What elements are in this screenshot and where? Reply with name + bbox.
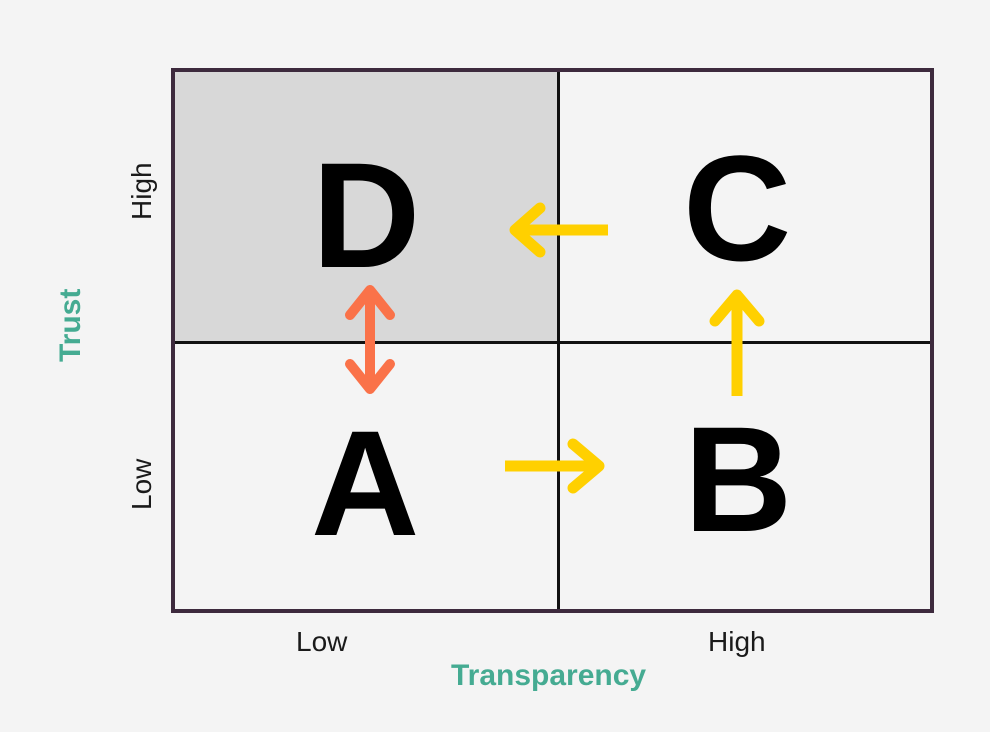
x-axis-title: Transparency xyxy=(451,659,647,692)
arrow-c-to-d-icon xyxy=(509,202,608,258)
arrow-b-to-c-icon xyxy=(709,289,765,396)
y-axis-title: Trust xyxy=(54,288,87,362)
vertical-divider xyxy=(557,72,560,609)
quadrant-label-d: D xyxy=(312,131,420,299)
x-axis-tick-high: High xyxy=(708,626,766,657)
arrow-d-a-two-way-icon xyxy=(345,285,395,394)
arrow-a-to-b-icon xyxy=(505,438,605,494)
quadrant-label-a: A xyxy=(311,399,419,567)
quadrant-label-c: C xyxy=(683,124,791,292)
matrix-frame xyxy=(171,68,934,613)
x-axis-tick-low: Low xyxy=(296,626,348,657)
y-axis-tick-high: High xyxy=(126,162,157,220)
quadrant-label-b: B xyxy=(684,395,792,563)
y-axis-tick-low: Low xyxy=(126,458,157,510)
horizontal-divider xyxy=(175,341,930,344)
